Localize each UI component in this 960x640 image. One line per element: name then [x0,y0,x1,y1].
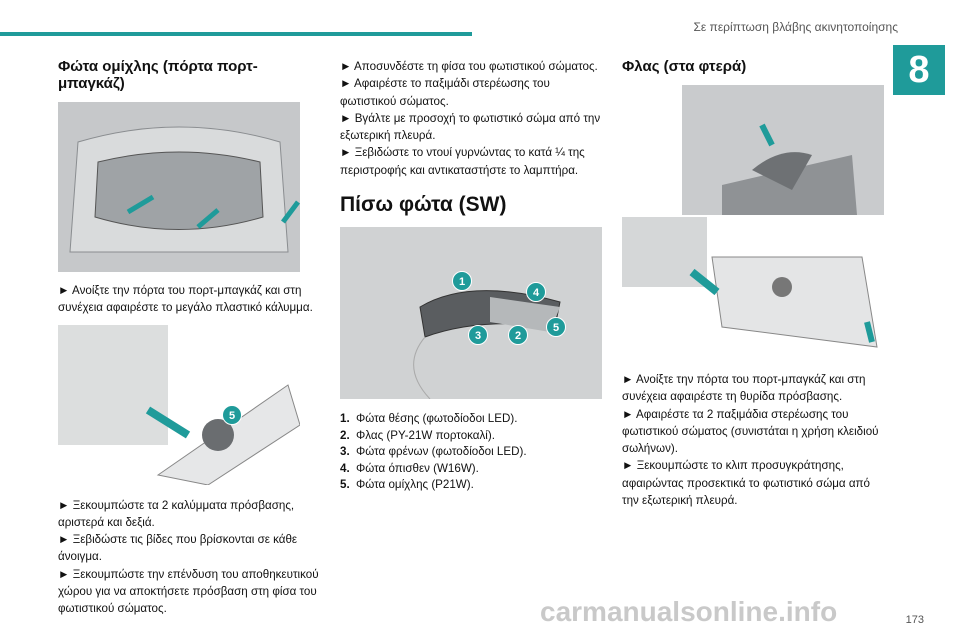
callout-3: 3 [468,325,488,346]
wing-access-illustration [622,85,884,215]
watermark: carmanualsonline.info [540,596,838,627]
callout-1: 1 [452,271,472,292]
access-cover-illustration: 5 [58,324,300,485]
list-item: 5.Φώτα ομίχλης (P21W). [340,478,474,492]
rear-light-illustration: 1 4 3 2 5 [340,227,602,400]
header-bar [0,32,472,36]
instruction-unclip-clip: ► Ξεκουμπώστε το κλιπ προσυγκράτησης, αφ… [622,459,871,508]
column-rear-lights: ► Αποσυνδέστε τη φίσα του φωτιστικού σώμ… [340,58,602,494]
tailgate-illustration [58,102,300,272]
indicator-removal-drawing [622,217,878,348]
rear-light-drawing [340,227,602,400]
section-heading-fog-lights: Φώτα ομίχλης (πόρτα πορτ-μπαγκάζ) [58,58,258,92]
callout-5-rear: 5 [546,317,566,338]
callout-4: 4 [526,282,546,303]
callout-2: 2 [508,325,528,346]
step-replace-bulb: ► Ξεβιδώστε το ντουί γυρνώντας το κατά ¼… [340,146,585,177]
instruction-open-tailgate: ► Ανοίξτε την πόρτα του πορτ-μπαγκάζ και… [58,284,313,315]
instruction-unclip-trim: ► Ξεκουμπώστε την επένδυση του αποθηκευτ… [58,567,319,616]
column-fog-lights-tailgate: Φώτα ομίχλης (πόρτα πορτ-μπαγκάζ) ► Ανοί… [58,58,320,618]
step-disconnect: ► Αποσυνδέστε τη φίσα του φωτιστικού σώμ… [340,60,598,73]
tailgate-drawing [58,102,300,272]
list-item: 4.Φώτα όπισθεν (W16W). [340,461,479,475]
indicator-removal-illustration [622,217,884,357]
page-number: 173 [905,614,924,626]
chapter-badge: 8 [893,45,945,95]
bulb-list: 1.Φώτα θέσης (φωτοδίοδοι LED). 2.Φλας (P… [340,411,602,494]
wing-access-drawing [682,85,884,215]
chapter-title: Σε περίπτωση βλάβης ακινητοποίησης [693,20,898,34]
instruction-unclip-covers: ► Ξεκουμπώστε τα 2 καλύμματα πρόσβασης, … [58,498,295,529]
section-heading-rear-lights: Πίσω φώτα (SW) [340,193,507,217]
list-item: 1.Φώτα θέσης (φωτοδίοδοι LED). [340,412,518,426]
instruction-unscrew-screws: ► Ξεβιδώστε τις βίδες που βρίσκονται σε … [58,533,298,564]
step-remove-unit: ► Βγάλτε με προσοχή το φωτιστικό σώμα απ… [340,111,601,143]
instruction-remove-nuts: ► Αφαιρέστε τα 2 παξιμάδια στερέωσης του… [622,407,879,456]
column-indicators-wings: Φλας (στα φτερά) ► Ανοίξτε την πόρτα του… [622,58,884,509]
list-item: 3.Φώτα φρένων (φωτοδίοδοι LED). [340,445,527,459]
callout-5: 5 [222,404,242,425]
step-remove-nut: ► Αφαιρέστε το παξιμάδι στερέωσης του φω… [340,77,550,108]
access-cover-drawing [58,324,300,485]
instruction-open-access: ► Ανοίξτε την πόρτα του πορτ-μπαγκάζ και… [622,373,866,404]
section-heading-indicators: Φλας (στα φτερά) [622,58,747,75]
list-item: 2.Φλας (PY-21W πορτοκαλί). [340,428,495,442]
